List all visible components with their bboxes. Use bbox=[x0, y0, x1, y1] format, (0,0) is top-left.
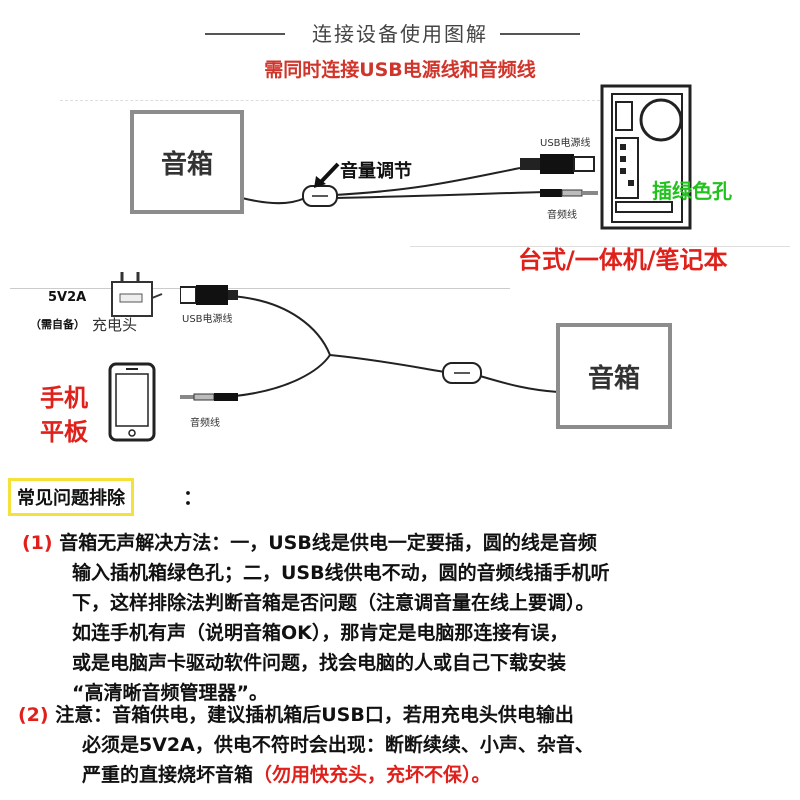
volume-control-icon bbox=[442, 362, 482, 384]
faq-line: 下，这样排除法判断音箱是否问题（注意调音量在线上要调）。 bbox=[72, 592, 595, 614]
divider bbox=[60, 100, 650, 101]
faq-line: 或是电脑声卡驱动软件问题，找会电脑的人或自己下载安装 bbox=[72, 652, 567, 674]
computer-types-label: 台式/一体机/笔记本 bbox=[518, 246, 728, 274]
audio-cable-label-top: 音频线 bbox=[547, 210, 577, 221]
speaker-box-top: 音箱 bbox=[130, 110, 244, 214]
title-line-left bbox=[205, 33, 285, 35]
speaker-label-top: 音箱 bbox=[160, 149, 213, 180]
green-hole-label: 插绿色孔 bbox=[652, 179, 732, 203]
usb-plug-icon bbox=[180, 285, 238, 305]
smartphone-icon bbox=[108, 362, 156, 442]
faq-item-number: (1) bbox=[22, 532, 53, 554]
charger-rating: 5V2A bbox=[48, 290, 87, 305]
audio-jack-icon bbox=[540, 189, 598, 197]
faq-line: 输入插机箱绿色孔；二，USB线供电不动，圆的音频线插手机听 bbox=[72, 562, 610, 584]
usb-cable-label-top: USB电源线 bbox=[540, 138, 591, 149]
cable-bottom-usb bbox=[229, 295, 331, 356]
divider bbox=[10, 288, 510, 289]
page-subtitle: 需同时连接USB电源线和音频线 bbox=[264, 59, 536, 81]
cable-top-audio bbox=[334, 191, 546, 199]
computer-tower-icon bbox=[600, 84, 692, 230]
usb-cable-label-bottom: USB电源线 bbox=[182, 314, 233, 325]
faq-heading: 常见问题排除 bbox=[8, 478, 134, 516]
faq-line: 如连手机有声（说明音箱OK），那肯定是电脑那连接有误， bbox=[72, 622, 569, 644]
audio-jack-icon bbox=[180, 393, 238, 401]
speaker-box-bottom: 音箱 bbox=[556, 323, 672, 429]
faq-line: 必须是5V2A，供电不符时会出现：断断续续、小声、杂音、 bbox=[82, 734, 594, 756]
tablet-label: 平板 bbox=[40, 418, 88, 446]
phone-label: 手机 bbox=[40, 384, 88, 412]
arrow-icon bbox=[314, 162, 340, 188]
title-line-right bbox=[500, 33, 580, 35]
title-row: 连接设备使用图解 bbox=[0, 18, 800, 48]
cable-bottom-main bbox=[329, 354, 446, 373]
charger-note: （需自备） bbox=[30, 318, 85, 331]
faq-item-2: (2) 注意：音箱供电，建议插机箱后USB口，若用充电头供电输出 必须是5V2A… bbox=[18, 700, 800, 790]
cable-top-usb bbox=[334, 167, 521, 196]
faq-item-number: (2) bbox=[18, 704, 49, 726]
speaker-label-bottom: 音箱 bbox=[587, 363, 640, 394]
faq-item-1: (1) 音箱无声解决方法：一，USB线是供电一定要插，圆的线是音频 输入插机箱绿… bbox=[22, 528, 800, 708]
faq-line: 严重的直接烧坏音箱 bbox=[82, 764, 254, 786]
usb-plug-icon bbox=[520, 154, 595, 174]
faq-line: 音箱无声解决方法：一，USB线是供电一定要插，圆的线是音频 bbox=[59, 532, 597, 554]
volume-label: 音量调节 bbox=[340, 161, 412, 182]
cable-top-segment-1 bbox=[241, 197, 306, 205]
faq-warning: （勿用快充头，充坏不保）。 bbox=[253, 764, 491, 786]
faq-line: “高清晰音频管理器”。 bbox=[72, 682, 268, 704]
divider bbox=[410, 246, 790, 247]
cable-bottom-audio bbox=[234, 354, 331, 397]
faq-colon: ： bbox=[183, 485, 203, 509]
cable-lines bbox=[229, 167, 559, 397]
cable-bottom-end bbox=[479, 375, 559, 393]
charger-label: 充电头 bbox=[92, 316, 138, 334]
page-title: 连接设备使用图解 bbox=[312, 22, 488, 46]
charger-icon bbox=[111, 272, 163, 317]
faq-line: 注意：音箱供电，建议插机箱后USB口，若用充电头供电输出 bbox=[55, 704, 574, 726]
audio-cable-label-bottom: 音频线 bbox=[190, 418, 220, 429]
